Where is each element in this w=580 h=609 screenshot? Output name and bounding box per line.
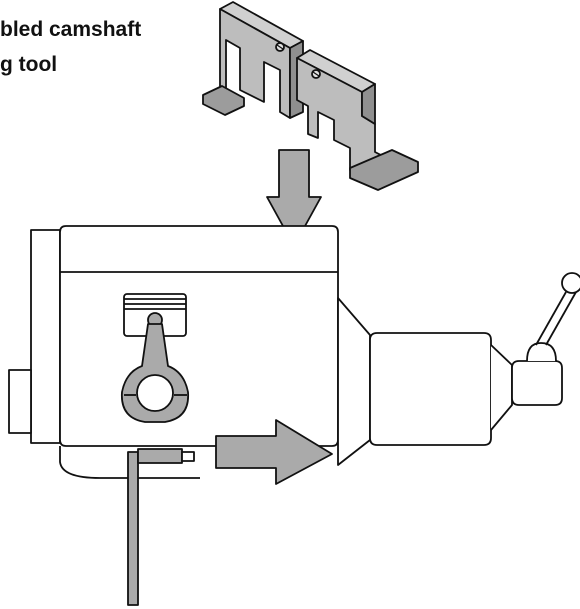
engine-block (8, 225, 580, 479)
flywheel-plate (30, 229, 61, 444)
tool-screw-slot-1 (276, 44, 284, 50)
oil-pan (59, 446, 200, 479)
gearbox-box (511, 360, 563, 406)
crankshaft-locking-pin (127, 448, 195, 606)
tool-right-foot (349, 149, 419, 191)
camshaft-locking-tool (202, 1, 419, 191)
gear-lever-knob (561, 272, 580, 294)
tool-left-foot (202, 85, 245, 116)
pulley-housing (369, 332, 492, 446)
big-end-bore (136, 374, 174, 412)
gear-lever-boot (526, 342, 557, 362)
gear-lever-rod-right (545, 291, 577, 346)
front-cone (490, 344, 513, 431)
locking-pin-body (137, 448, 183, 464)
tool-right-side (361, 83, 376, 125)
timing-cone (337, 297, 371, 466)
right-arrow (215, 419, 333, 485)
locking-pin-handle (127, 451, 139, 606)
left-tab (8, 369, 32, 434)
gear-lever-rod-left (535, 291, 567, 346)
caption-line-1: bled camshaft (0, 18, 142, 41)
block-body (59, 225, 339, 447)
locking-pin-tip (181, 451, 195, 462)
caption-line-2: g tool (0, 53, 58, 76)
piston-assembly (121, 293, 189, 423)
tool-screw-slot-2 (312, 71, 320, 77)
down-arrow (266, 149, 322, 247)
